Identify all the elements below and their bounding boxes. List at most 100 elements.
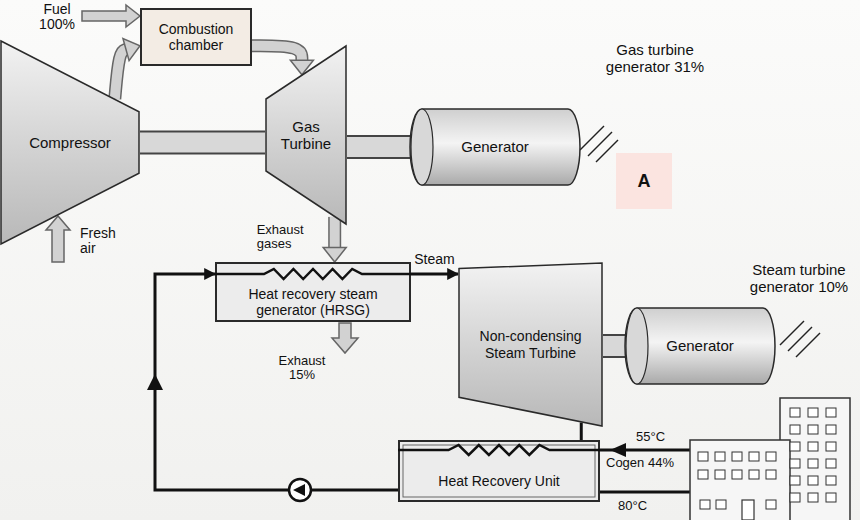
- generator-cylinder: Generator: [410, 108, 580, 186]
- building-tower: [780, 398, 850, 520]
- building-window: [749, 470, 759, 479]
- callout-box: A: [615, 152, 673, 210]
- building-window: [732, 470, 742, 479]
- generator-cylinder: Generator: [625, 307, 775, 385]
- annotation-label: Exhaust 15%: [272, 354, 332, 383]
- fresh-air-arrow: [46, 216, 70, 262]
- flow-arrow-outline: [328, 217, 341, 248]
- annotation-label: Fuel 100%: [34, 2, 80, 33]
- compressor-shape: Compressor: [0, 40, 140, 245]
- hrsg-box: Heat recovery steam generator (HRSG): [215, 262, 411, 322]
- flow-arrow-body: [115, 50, 126, 99]
- building-window: [808, 442, 818, 451]
- node-text-group: Generator: [666, 337, 734, 354]
- power-stroke: [788, 327, 812, 351]
- heat-exchanger-coil: [215, 269, 411, 279]
- node-text-group: Combustion chamber: [148, 21, 244, 53]
- pump-arrow: [293, 484, 305, 496]
- node-text-group: Heat recovery steam generator (HRSG): [228, 286, 398, 318]
- process-box: [141, 9, 251, 65]
- shaft-outline: [140, 131, 265, 155]
- building-window: [790, 425, 800, 434]
- building-block: [690, 440, 790, 520]
- power-stroke: [588, 132, 612, 156]
- flow-arrow-body: [252, 46, 302, 61]
- building-window: [790, 493, 800, 502]
- annotation-label: Cogen 44%: [606, 456, 686, 470]
- flow-arrow: [115, 38, 140, 98]
- power-stroke: [796, 333, 820, 357]
- generator-cylinder: [625, 308, 775, 384]
- node-text-group: Generator: [461, 138, 529, 155]
- building-window: [732, 452, 742, 461]
- building-window: [790, 442, 800, 451]
- flow-arrow: [252, 46, 313, 75]
- edge-label: Steam: [414, 252, 454, 267]
- node-text-group: Compressor: [29, 134, 111, 151]
- node-outline: [398, 440, 600, 502]
- flow-arrow-outline: [115, 50, 126, 99]
- process-box: Combustion chamber: [140, 8, 252, 66]
- steam-turbine-shape: [459, 263, 602, 426]
- heat-recovery-box: Heat Recovery Unit: [398, 440, 600, 502]
- building-window: [766, 470, 776, 479]
- building-window: [790, 408, 800, 417]
- building-window: [766, 452, 776, 461]
- building-window: [749, 452, 759, 461]
- node-label: Generator: [461, 138, 529, 155]
- building-window: [790, 459, 800, 468]
- node-label: Gas Turbine: [271, 118, 341, 153]
- power-stroke: [596, 140, 618, 162]
- building-window: [826, 459, 836, 468]
- building-window: [826, 493, 836, 502]
- flow-arrowhead: [610, 443, 626, 457]
- shaft-outline: [347, 135, 410, 159]
- flow-arrowhead: [123, 38, 140, 60]
- building-window: [698, 470, 708, 479]
- flow-arrow: [323, 217, 346, 262]
- building-window: [808, 493, 818, 502]
- heat-exchanger-coil: [398, 445, 600, 455]
- steam-turbine-shape: Non-condensing Steam Turbine: [458, 262, 603, 427]
- building-window: [808, 459, 818, 468]
- pipe-connector: [581, 423, 582, 440]
- building-window: [826, 425, 836, 434]
- hrsg-box: [216, 263, 410, 321]
- shaft-connector: [603, 346, 625, 347]
- flow-arrow-body: [330, 217, 340, 248]
- power-stroke: [780, 321, 804, 345]
- node-label: Heat recovery steam generator (HRSG): [228, 286, 398, 318]
- turbine-shape: Gas Turbine: [265, 45, 347, 225]
- heat-recovery-box: [399, 441, 599, 501]
- pump-symbol: [289, 479, 311, 501]
- shaft-body: [603, 336, 625, 356]
- pipe-connector: [155, 274, 398, 490]
- edge-label: Exhaust gases: [257, 223, 323, 252]
- flow-arrowhead: [147, 374, 163, 390]
- pipe-line: [155, 274, 398, 490]
- shaft-body: [347, 137, 410, 157]
- annotation-label: Fresh air: [80, 226, 124, 257]
- node-text-group: Non-condensing Steam Turbine: [468, 328, 593, 360]
- annotation-label: Gas turbine generator 31%: [596, 42, 714, 75]
- generator-end-face: [626, 308, 648, 384]
- node-text-group: A: [638, 171, 651, 192]
- shaft-outline: [603, 334, 625, 358]
- building-window: [808, 408, 818, 417]
- building-window: [808, 425, 818, 434]
- shaft-connector: [140, 142, 265, 143]
- node-label: Combustion chamber: [148, 21, 244, 53]
- building-window: [826, 476, 836, 485]
- power-stroke: [580, 126, 604, 150]
- building-window: [790, 476, 800, 485]
- building-window: [698, 452, 708, 461]
- building-window: [826, 442, 836, 451]
- node-text-group: Heat Recovery Unit: [438, 473, 559, 489]
- building-window: [715, 452, 725, 461]
- annotation-label: Steam turbine generator 10%: [742, 262, 856, 295]
- exhaust-arrow: [332, 323, 358, 353]
- building-window: [716, 500, 726, 509]
- node-label: Generator: [666, 337, 734, 354]
- pipe-line: [411, 273, 458, 276]
- annotation-label: 55°C: [636, 430, 686, 444]
